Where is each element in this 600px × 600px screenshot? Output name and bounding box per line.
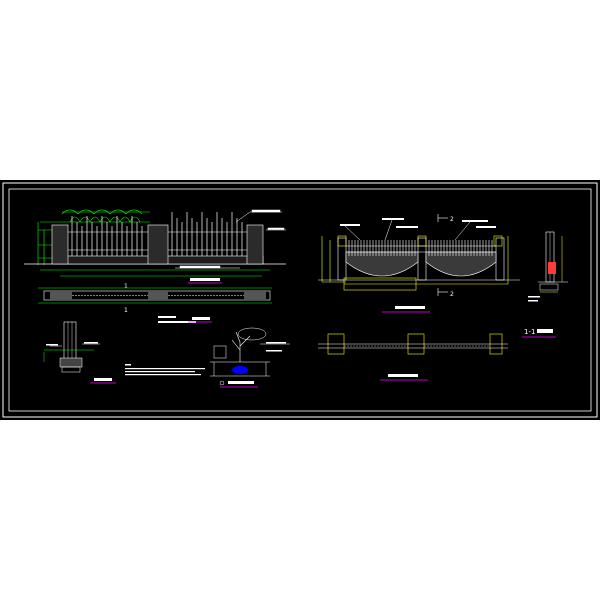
- section-1-1-title: 1-1: [524, 328, 535, 336]
- gate-elevation: 2 2: [318, 214, 520, 313]
- section-mark-2-bottom: 2: [450, 291, 454, 298]
- section-mark-1-top: 1: [124, 283, 128, 290]
- gate-plan: [318, 333, 508, 381]
- fence-elevation: 1: [24, 209, 286, 290]
- pillar: [246, 224, 264, 265]
- pillar: [51, 224, 69, 265]
- notes-block: [125, 364, 205, 376]
- section-mark-1-bottom: 1: [124, 307, 128, 314]
- section-mark-2-top: 2: [450, 216, 454, 223]
- inner-frame: [8, 188, 592, 412]
- fence-plan: 1: [38, 287, 272, 323]
- outer-frame: [2, 182, 598, 418]
- column-section-detail: [43, 321, 116, 384]
- section-1-1: 1-1: [522, 231, 568, 338]
- pillar: [147, 224, 169, 265]
- planting-detail: [210, 327, 290, 388]
